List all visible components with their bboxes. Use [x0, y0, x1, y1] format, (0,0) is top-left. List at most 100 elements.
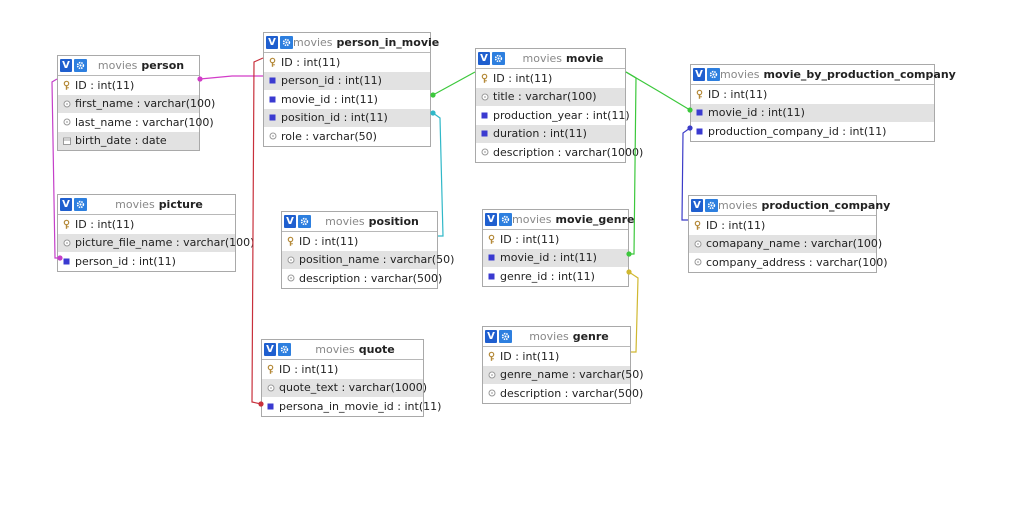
column-row[interactable]: production_company_id : int(11)	[691, 122, 934, 141]
column-row[interactable]: ID : int(11)	[282, 232, 437, 251]
column-label: quote_text : varchar(1000)	[279, 381, 428, 395]
v-toggle-icon[interactable]: V	[264, 343, 276, 356]
number-icon	[62, 257, 71, 266]
column-row[interactable]: movie_id : int(11)	[691, 103, 934, 122]
column-row[interactable]: ID : int(11)	[58, 215, 235, 234]
column-row[interactable]: movie_id : int(11)	[264, 90, 430, 109]
column-row[interactable]: ID : int(11)	[264, 53, 430, 72]
key-icon	[286, 236, 295, 246]
v-toggle-icon[interactable]: V	[60, 59, 72, 72]
v-toggle-icon[interactable]: V	[691, 199, 703, 212]
column-row[interactable]: genre_name : varchar(50)	[483, 365, 644, 384]
column-icon	[286, 255, 295, 264]
gear-icon[interactable]	[705, 199, 718, 212]
column-row[interactable]: persona_in_movie_id : int(11)	[262, 397, 441, 416]
column-row[interactable]: picture_file_name : varchar(100)	[58, 233, 254, 252]
column-row[interactable]: person_id : int(11)	[264, 71, 430, 90]
column-row[interactable]: comapany_name : varchar(100)	[689, 234, 882, 253]
column-row[interactable]: ID : int(11)	[483, 347, 630, 366]
column-row[interactable]: ID : int(11)	[262, 360, 423, 379]
column-label: role : varchar(50)	[281, 129, 377, 143]
v-toggle-icon[interactable]: V	[693, 68, 705, 81]
column-row[interactable]: quote_text : varchar(1000)	[262, 378, 427, 397]
gear-icon[interactable]	[278, 343, 291, 356]
column-row[interactable]: description : varchar(1000)	[476, 143, 643, 162]
column-row[interactable]: description : varchar(500)	[282, 269, 442, 288]
column-label: description : varchar(1000)	[493, 145, 644, 159]
column-row[interactable]: movie_id : int(11)	[483, 248, 628, 267]
column-label: movie_id : int(11)	[281, 92, 378, 106]
column-icon	[266, 383, 275, 392]
column-row[interactable]: birth_date : date	[58, 131, 199, 150]
gear-icon[interactable]	[74, 59, 87, 72]
link-person-person-in-movie	[197, 75, 263, 82]
column-row[interactable]: genre_id : int(11)	[483, 267, 628, 286]
column-row[interactable]: role : varchar(50)	[264, 127, 430, 146]
column-label: comapany_name : varchar(100)	[706, 237, 883, 251]
database-name: movies	[115, 198, 155, 211]
column-row[interactable]: ID : int(11)	[483, 230, 628, 249]
column-row[interactable]: ID : int(11)	[476, 69, 625, 88]
column-label: ID : int(11)	[706, 218, 766, 232]
column-label: person_id : int(11)	[75, 254, 176, 268]
column-row[interactable]: ID : int(11)	[689, 216, 876, 235]
gear-icon[interactable]	[74, 198, 87, 211]
column-row[interactable]: position_name : varchar(50)	[282, 250, 454, 269]
table-name: movie_genre	[555, 213, 635, 226]
database-name: movies	[315, 343, 355, 356]
gear-icon[interactable]	[707, 68, 720, 81]
column-label: first_name : varchar(100)	[75, 97, 216, 111]
gear-icon[interactable]	[499, 330, 512, 343]
table-name: position	[368, 215, 419, 228]
table-name: production_company	[761, 199, 891, 212]
column-row[interactable]: person_id : int(11)	[58, 252, 235, 271]
v-toggle-icon[interactable]: V	[485, 213, 497, 226]
v-toggle-icon[interactable]: V	[478, 52, 490, 65]
relation-endpoint	[430, 92, 436, 98]
column-row[interactable]: first_name : varchar(100)	[58, 94, 215, 113]
v-toggle-icon[interactable]: V	[485, 330, 497, 343]
column-row[interactable]: position_id : int(11)	[264, 108, 430, 127]
gear-icon[interactable]	[499, 213, 512, 226]
column-row[interactable]: company_address : varchar(100)	[689, 253, 888, 272]
column-row[interactable]: ID : int(11)	[58, 76, 199, 95]
column-row[interactable]: title : varchar(100)	[476, 87, 625, 106]
number-icon	[695, 108, 704, 117]
v-toggle-icon[interactable]: V	[284, 215, 296, 228]
gear-icon[interactable]	[492, 52, 505, 65]
gear-icon[interactable]	[280, 36, 293, 49]
v-toggle-icon[interactable]: V	[60, 198, 72, 211]
column-row[interactable]: description : varchar(500)	[483, 384, 643, 403]
column-label: ID : int(11)	[75, 217, 135, 231]
column-row[interactable]: production_year : int(11)	[476, 106, 630, 125]
column-row[interactable]: ID : int(11)	[691, 85, 934, 104]
column-row[interactable]: last_name : varchar(100)	[58, 113, 214, 132]
column-list: ID : int(11)movie_id : int(11)production…	[691, 85, 934, 141]
column-row[interactable]: duration : int(11)	[476, 124, 625, 143]
gear-icon[interactable]	[298, 215, 311, 228]
v-toggle-icon[interactable]: V	[266, 36, 278, 49]
column-label: duration : int(11)	[493, 127, 587, 141]
